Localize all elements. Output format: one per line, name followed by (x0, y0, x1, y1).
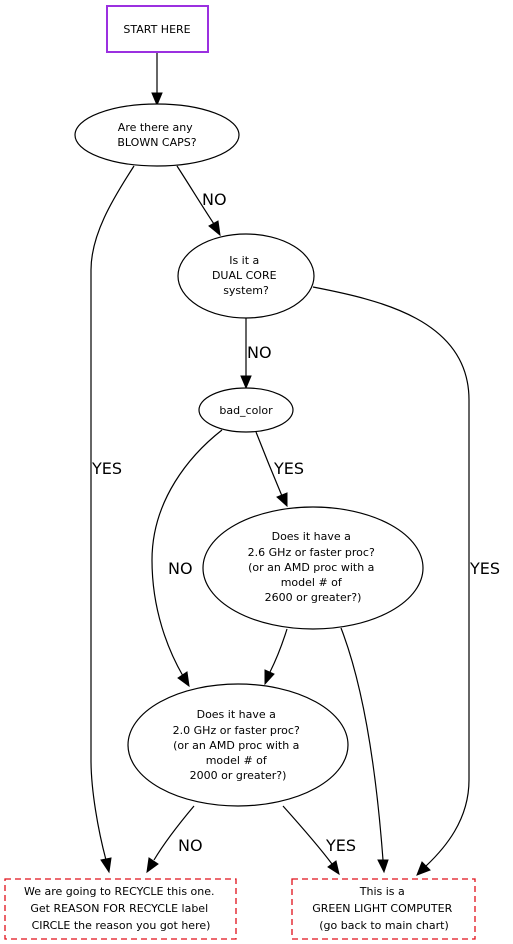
svg-text:Is it a DUAL CORE: Is it a DUAL CORE system? (212, 254, 280, 297)
edge-label-bad-yes: YES (273, 459, 304, 478)
dual-core-line-2: DUAL CORE (212, 269, 277, 282)
edge-label-dual-no: NO (247, 343, 272, 362)
ghz20-line-4: model # of (206, 754, 268, 767)
node-bad-color: bad_color (198, 387, 294, 433)
ghz26-ellipse (202, 506, 424, 630)
ghz26-line-2: 2.6 GHz or faster proc? (248, 546, 375, 559)
node-blown-caps: Are there any BLOWN CAPS? (74, 103, 240, 167)
recycle-box (4, 878, 237, 940)
edge-blown-caps-yes (90, 165, 135, 874)
ghz20-line-1: Does it have a (197, 708, 276, 721)
svg-text:We are going to RECYCLE this o: We are going to RECYCLE this one. Get RE… (24, 885, 218, 932)
ghz26-line-5: 2600 or greater?) (265, 591, 362, 604)
edge-bad-color-yes (255, 431, 288, 508)
svg-text:Are there any BLOWN CAPS: Are there any BLOWN CAPS? (117, 121, 196, 149)
node-ghz26: Does it have a 2.6 GHz or faster proc? (… (202, 506, 424, 630)
node-start: START HERE (106, 5, 209, 53)
green-line-2: GREEN LIGHT COMPUTER (312, 902, 452, 915)
recycle-line-1: We are going to RECYCLE this one. (24, 885, 215, 898)
bad-color-label: bad_color (219, 404, 273, 417)
svg-text:Does it have a 2.6 GHz o: Does it have a 2.6 GHz or faster proc? (… (248, 530, 379, 604)
edge-dual-core-no (240, 318, 252, 390)
edge-label-dual-yes: YES (469, 559, 500, 578)
dual-core-ellipse (177, 233, 315, 319)
edge-start-to-blown-caps (151, 53, 163, 107)
svg-text:This is a GREEN LIGHT CO: This is a GREEN LIGHT COMPUTER (go back … (312, 885, 456, 932)
edge-label-ghz20-no: NO (178, 836, 203, 855)
edge-bad-color-no (151, 429, 223, 688)
node-dual-core: Is it a DUAL CORE system? (177, 233, 315, 319)
ghz20-ellipse (127, 683, 349, 807)
ghz20-line-2: 2.0 GHz or faster proc? (173, 724, 300, 737)
green-line-3: (go back to main chart) (319, 919, 449, 932)
edge-label-bad-no: NO (168, 559, 193, 578)
node-recycle: We are going to RECYCLE this one. Get RE… (4, 878, 237, 940)
svg-text:Does it have a 2.0 GHz o: Does it have a 2.0 GHz or faster proc? (… (173, 708, 304, 782)
ghz20-line-5: 2000 or greater?) (190, 769, 287, 782)
start-label: START HERE (123, 23, 190, 36)
blown-caps-line-2: BLOWN CAPS? (117, 136, 196, 149)
dual-core-line-1: Is it a (229, 254, 259, 267)
edge-ghz20-yes (282, 805, 340, 876)
green-box (291, 878, 476, 940)
bad-color-ellipse (198, 387, 294, 433)
blown-caps-ellipse (74, 103, 240, 167)
edge-label-ghz20-yes: YES (325, 836, 356, 855)
svg-text:bad_color: bad_color (219, 404, 273, 417)
edge-dual-core-yes (312, 286, 470, 876)
edge-label-caps-yes: YES (91, 459, 122, 478)
ghz26-line-4: model # of (281, 576, 343, 589)
ghz26-line-1: Does it have a (272, 530, 351, 543)
node-ghz20: Does it have a 2.0 GHz or faster proc? (… (127, 683, 349, 807)
dual-core-line-3: system? (223, 284, 269, 297)
recycle-line-3: CIRCLE the reason you got here) (32, 919, 211, 932)
ghz26-line-3: (or an AMD proc with a (248, 561, 374, 574)
node-green: This is a GREEN LIGHT COMPUTER (go back … (291, 878, 476, 940)
ghz20-line-3: (or an AMD proc with a (173, 739, 299, 752)
edge-ghz26-to-ghz20 (264, 628, 288, 686)
start-box (106, 5, 209, 53)
blown-caps-line-1: Are there any (118, 121, 193, 134)
edge-label-caps-no: NO (202, 190, 227, 209)
edge-ghz26-to-green (340, 627, 389, 874)
green-line-1: This is a (359, 885, 405, 898)
svg-text:START HERE: START HERE (123, 23, 190, 36)
edge-ghz20-no (146, 805, 195, 874)
recycle-line-2: Get REASON FOR RECYCLE label (30, 902, 208, 915)
edge-blown-caps-no (176, 165, 221, 237)
